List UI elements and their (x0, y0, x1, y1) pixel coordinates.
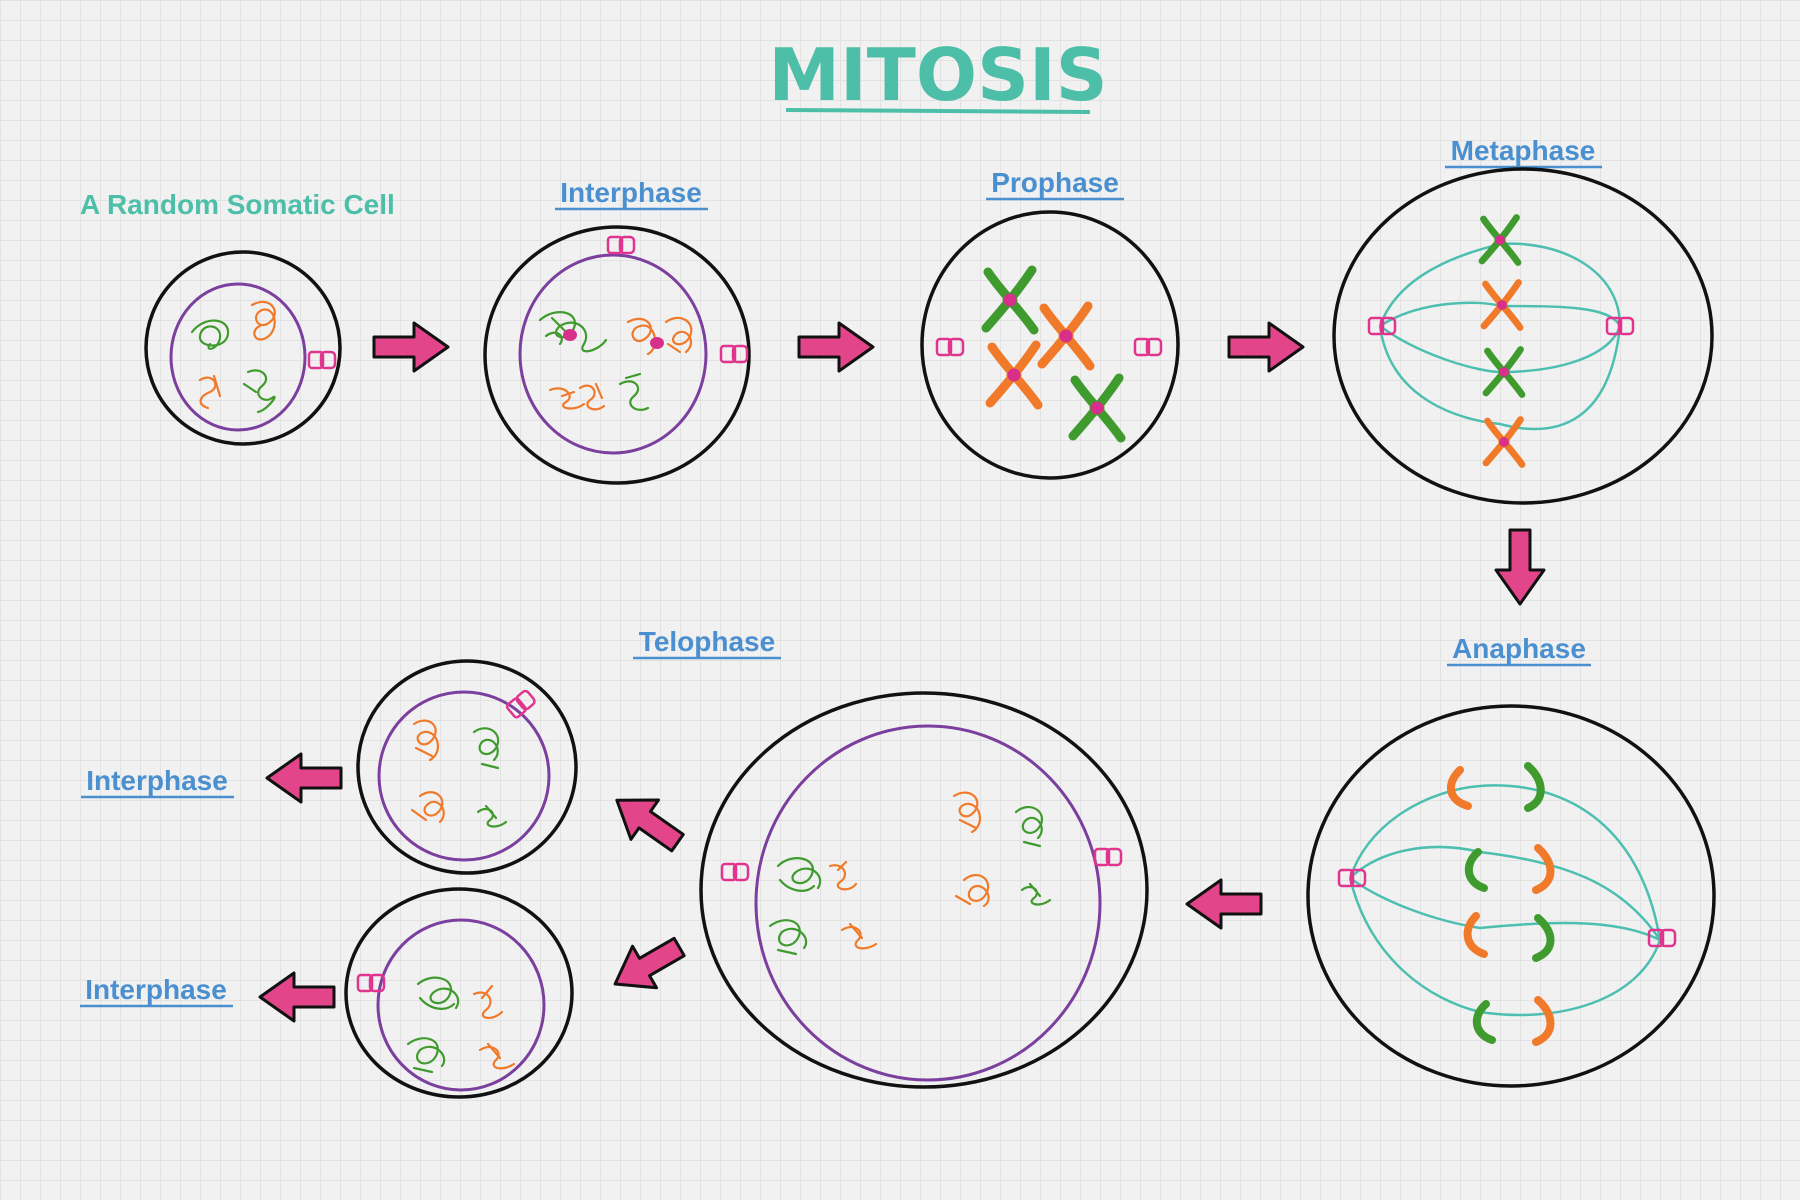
label-anaphase: Anaphase (1452, 633, 1586, 664)
spindle-fibers (1348, 784, 1662, 1017)
cell-somatic (144, 250, 342, 446)
nucleus (377, 690, 551, 862)
arrow-left-icon (265, 752, 343, 804)
nucleus (376, 918, 546, 1092)
chromatin (250, 300, 276, 341)
chromatin (578, 382, 606, 411)
chromosome-icon (1042, 306, 1090, 366)
centriole-icon (307, 350, 337, 370)
chromosome-icon (1463, 912, 1488, 958)
chromatin (410, 791, 445, 824)
arrow-right-icon (797, 321, 875, 373)
chromosome-icon (986, 270, 1034, 330)
chromatin (406, 1037, 446, 1074)
chromosome-icon (1465, 848, 1488, 892)
arrow-down-icon (1494, 528, 1546, 606)
arrow-left-icon (258, 971, 336, 1023)
label-telophase: Telophase (639, 626, 775, 657)
label-prophase: Prophase (991, 167, 1119, 198)
cell-membrane (1306, 704, 1716, 1088)
spindle-fibers (1378, 242, 1622, 431)
chromosome-icon (1073, 378, 1121, 438)
cell-daughter-bottom (344, 887, 574, 1099)
arrow-left-icon (601, 779, 693, 864)
label-metaphase: Metaphase (1451, 135, 1596, 166)
arrow-right-icon (1227, 321, 1305, 373)
chromosome-icon (1473, 1000, 1496, 1044)
chromatin (626, 317, 657, 356)
centromere (563, 329, 577, 341)
chromatin (472, 984, 504, 1019)
chromosome-icon (1482, 218, 1518, 263)
cell-membrane (356, 659, 578, 875)
chromatin (416, 976, 460, 1010)
chromatin (952, 791, 982, 834)
cell-interphase (483, 225, 751, 485)
chromatin (618, 372, 650, 411)
chromatin (840, 922, 878, 950)
cell-membrane (1332, 167, 1714, 505)
centriole-icon (935, 337, 965, 357)
nucleus (169, 282, 307, 432)
centriole-icon (720, 862, 750, 882)
arrow-left-icon (1185, 878, 1263, 930)
label-interphase-daughter-top: Interphase (86, 765, 228, 796)
centriole-icon (1337, 868, 1367, 888)
title-underline (785, 108, 1091, 114)
label-interphase-daughter-bottom: Interphase (85, 974, 227, 1005)
cell-membrane (144, 250, 342, 446)
centriole-icon (1133, 337, 1163, 357)
chromatin (664, 316, 693, 354)
arrow-right-icon (372, 321, 450, 373)
label-somatic-cell: A Random Somatic Cell (80, 189, 395, 220)
centriole-icon (606, 235, 636, 255)
centromere (650, 337, 664, 349)
cell-telophase (699, 691, 1149, 1089)
cell-metaphase (1332, 167, 1714, 505)
cell-prophase (920, 210, 1180, 480)
cell-daughter-top (356, 659, 578, 875)
chromatin (954, 874, 990, 908)
chromatin (242, 369, 276, 414)
chromosome-icon (1447, 766, 1472, 810)
chromatin (828, 860, 858, 891)
chromatin (544, 316, 568, 346)
cell-membrane (483, 225, 751, 485)
label-interphase: Interphase (560, 177, 702, 208)
centriole-icon (1093, 847, 1123, 867)
cell-membrane (344, 887, 574, 1099)
chromatin (548, 387, 586, 410)
centriole-icon (1605, 316, 1635, 336)
chromatin (198, 374, 222, 410)
cell-anaphase (1306, 704, 1716, 1088)
cell-membrane (699, 691, 1149, 1089)
centriole-icon (719, 344, 749, 364)
nucleus (518, 253, 708, 455)
chromosome-icon (1532, 844, 1555, 894)
chromatin (776, 857, 822, 892)
nucleus (754, 724, 1102, 1082)
chromatin (478, 1042, 516, 1070)
chromatin (190, 319, 230, 350)
chromosome-icon (1524, 762, 1545, 812)
chromosome-icon (1532, 914, 1555, 962)
chromatin (1014, 806, 1043, 848)
chromatin (1020, 882, 1052, 906)
chromatin (412, 719, 440, 762)
page-title: MITOSIS (768, 33, 1107, 117)
centriole-icon (504, 688, 538, 720)
chromatin (472, 727, 500, 770)
chromatin (476, 804, 508, 828)
chromosome-icon (1532, 996, 1555, 1046)
cell-membrane (920, 210, 1180, 480)
chromosome-icon (990, 345, 1038, 405)
arrow-left-icon (601, 924, 693, 1007)
chromatin (768, 919, 808, 956)
